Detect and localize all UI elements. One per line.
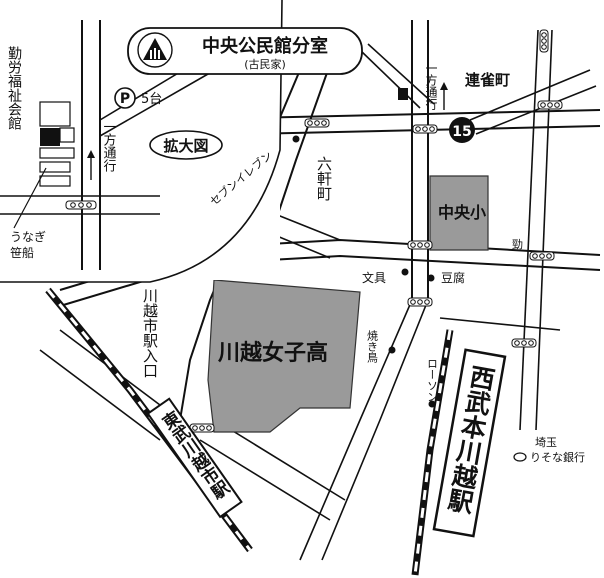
seibu-railway (411, 329, 454, 576)
enlarged-view-badge: 拡大図 (149, 130, 223, 160)
parking-icon: P (114, 87, 136, 109)
stationery-label: 文具 (362, 270, 386, 285)
one-way-arrow-icon (87, 150, 95, 180)
rokken-town-label: 六軒町 (315, 156, 333, 201)
seibu-station-sign: 西武本川越駅 (432, 348, 507, 538)
one-way-label: 一方通行 (424, 62, 438, 110)
destination-title: 中央公民館分室 (202, 35, 328, 57)
traffic-signal-icon (539, 29, 549, 53)
inset-one-way-label: 一方通行 (101, 120, 117, 173)
bank-icon (513, 452, 527, 462)
public-hall-building-icon (137, 32, 173, 68)
destination-title-box: 中央公民館分室 (古民家) (127, 27, 363, 75)
bank-label-line2: りそな銀行 (530, 450, 585, 464)
tofu-label: 豆腐 (441, 270, 465, 285)
traffic-signal-icon (537, 100, 563, 110)
tofu-marker (427, 274, 435, 282)
lawson-label: ローソン (426, 358, 439, 402)
traffic-signal-icon (529, 251, 555, 261)
kawagoe-station-entrance-label: 川越市駅入口 (141, 288, 159, 378)
parking-symbol-text: P (120, 91, 130, 107)
traffic-signal-icon (511, 338, 537, 348)
sasabune-label: 笹船 (10, 246, 34, 260)
chuo-elementary-school (429, 175, 489, 251)
yakitori-label: 焼き鳥 (366, 330, 379, 364)
seven-eleven-marker (292, 135, 300, 143)
kawagoe-girls-high-school (207, 279, 361, 433)
kawagoe-girls-high-label: 川越女子高 (217, 340, 328, 366)
traffic-signal-icon (407, 297, 433, 307)
route-number-label: 15 (452, 124, 471, 140)
one-way-arrow-icon (440, 82, 448, 110)
traffic-signal-icon (304, 118, 330, 128)
traffic-signal-icon (407, 240, 433, 250)
kou-mark-label: 勁 (512, 238, 523, 251)
traffic-signal-icon (189, 423, 215, 433)
traffic-signal-icon (412, 124, 438, 134)
labor-welfare-hall-label: 勤労福祉会館 (6, 46, 22, 130)
traffic-signal-icon (65, 200, 97, 210)
stationery-marker (401, 268, 409, 276)
renjaku-town-label: 連雀町 (465, 71, 510, 89)
route-number-icon: 15 (449, 117, 475, 143)
parking-count-label: 5台 (141, 92, 162, 107)
destination-subtitle: (古民家) (244, 57, 286, 71)
hall-location-marker (398, 88, 408, 100)
enlarged-view-label: 拡大図 (163, 137, 208, 155)
lawson-marker (428, 400, 436, 408)
bank-label-line1: 埼玉 (535, 435, 557, 449)
unagi-label: うなぎ (10, 230, 46, 244)
yakitori-marker (388, 346, 396, 354)
chuo-elementary-label: 中央小 (438, 203, 486, 222)
